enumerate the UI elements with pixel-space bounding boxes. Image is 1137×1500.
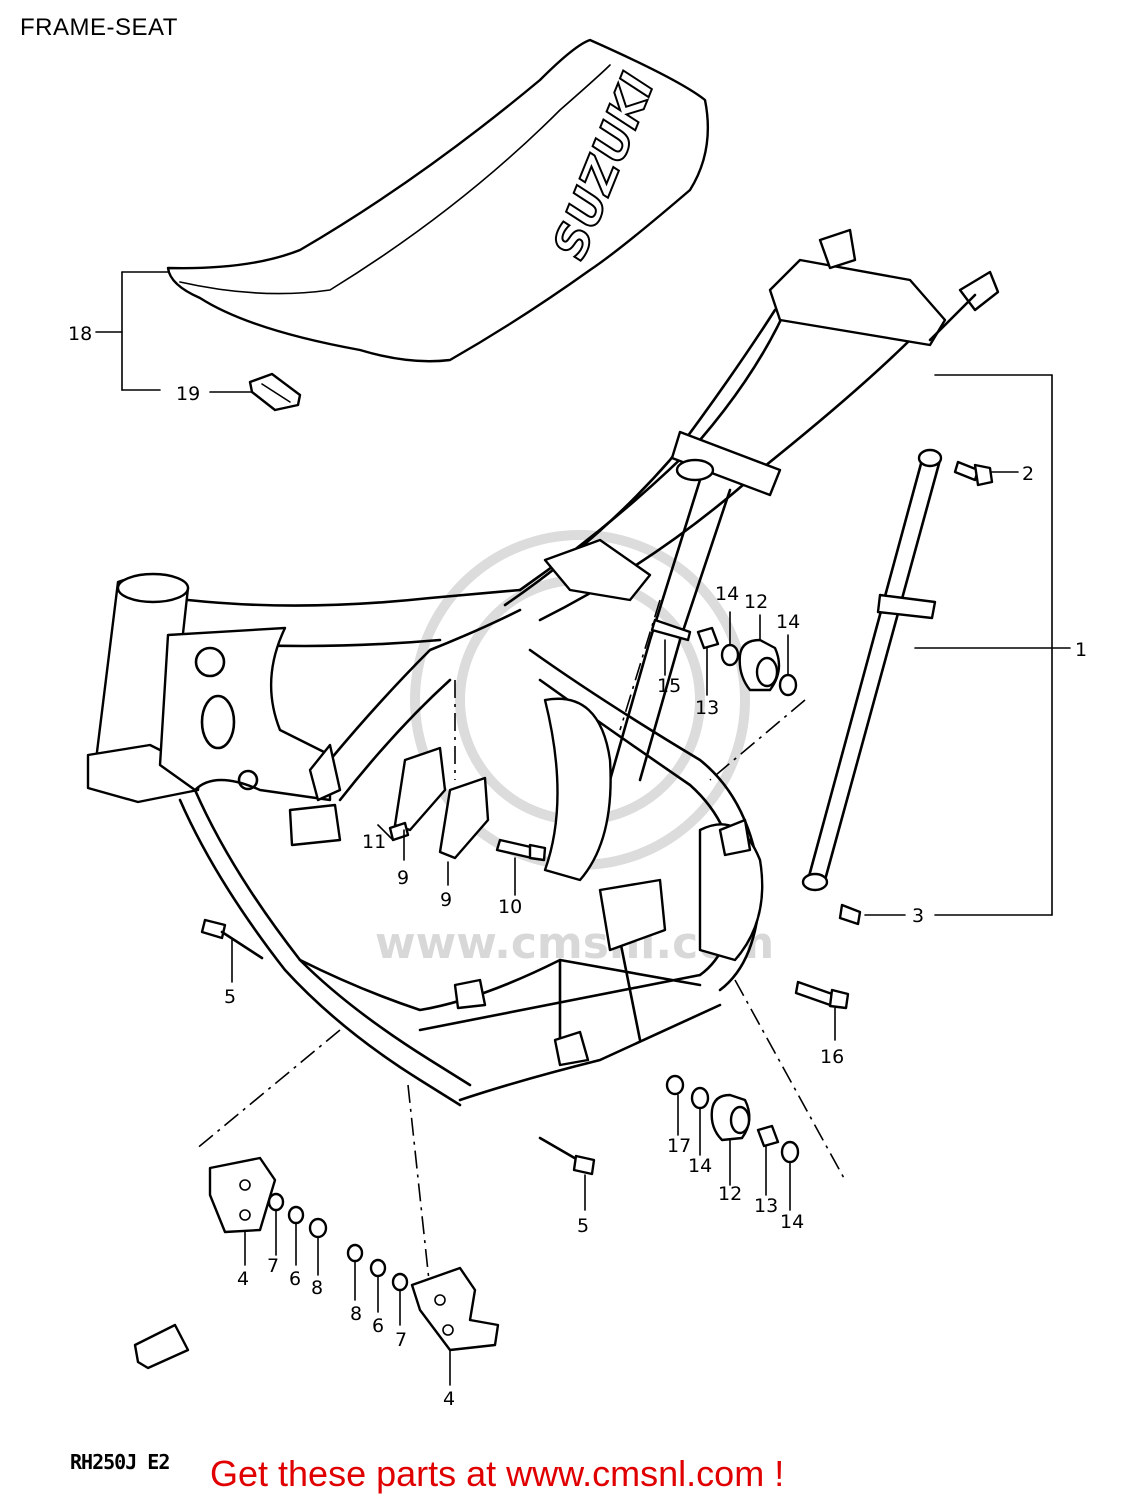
callout-13[interactable]: 13 [754,1195,778,1217]
callout-6[interactable]: 6 [372,1315,384,1337]
callout-2[interactable]: 2 [1022,463,1034,485]
seat: SUZUKI [166,38,710,363]
callout-3[interactable]: 3 [912,905,924,927]
leader-lines [95,271,1071,1386]
callout-18[interactable]: 18 [68,323,92,345]
frame [86,228,1000,1107]
footer-cta-link[interactable]: Get these parts at www.cmsnl.com ! [210,1453,785,1494]
front-direction-arrow-icon [133,1323,190,1370]
reference-lines [194,599,846,1291]
callout-11[interactable]: 11 [362,831,386,853]
callout-17[interactable]: 17 [667,1135,691,1157]
callout-14[interactable]: 14 [780,1211,804,1233]
callout-14[interactable]: 14 [688,1155,712,1177]
callout-12[interactable]: 12 [718,1183,742,1205]
callout-19[interactable]: 19 [176,383,200,405]
callout-7[interactable]: 7 [395,1329,407,1351]
callout-8[interactable]: 8 [350,1303,362,1325]
callout-6[interactable]: 6 [289,1268,301,1290]
model-code: RH250J E2 [70,1450,170,1474]
callout-7[interactable]: 7 [267,1255,279,1277]
callout-1[interactable]: 1 [1075,639,1087,661]
callout-14[interactable]: 14 [776,611,800,633]
callout-4[interactable]: 4 [237,1268,249,1290]
callout-12[interactable]: 12 [744,591,768,613]
callout-14[interactable]: 14 [715,583,739,605]
callout-16[interactable]: 16 [820,1046,844,1068]
page-title: FRAME-SEAT [20,14,178,41]
hardware [200,460,994,1352]
callout-9[interactable]: 9 [397,867,409,889]
callout-4[interactable]: 4 [443,1388,455,1410]
callout-5[interactable]: 5 [224,986,236,1008]
callout-13[interactable]: 13 [695,697,719,719]
callout-8[interactable]: 8 [311,1277,323,1299]
callouts: 1 2 3 4 4 5 5 6 6 7 7 8 8 9 9 10 11 12 1… [68,323,1087,1410]
callout-5[interactable]: 5 [577,1215,589,1237]
seat-bracket [248,372,302,412]
callout-15[interactable]: 15 [657,675,681,697]
callout-9[interactable]: 9 [440,889,452,911]
callout-10[interactable]: 10 [498,896,522,918]
